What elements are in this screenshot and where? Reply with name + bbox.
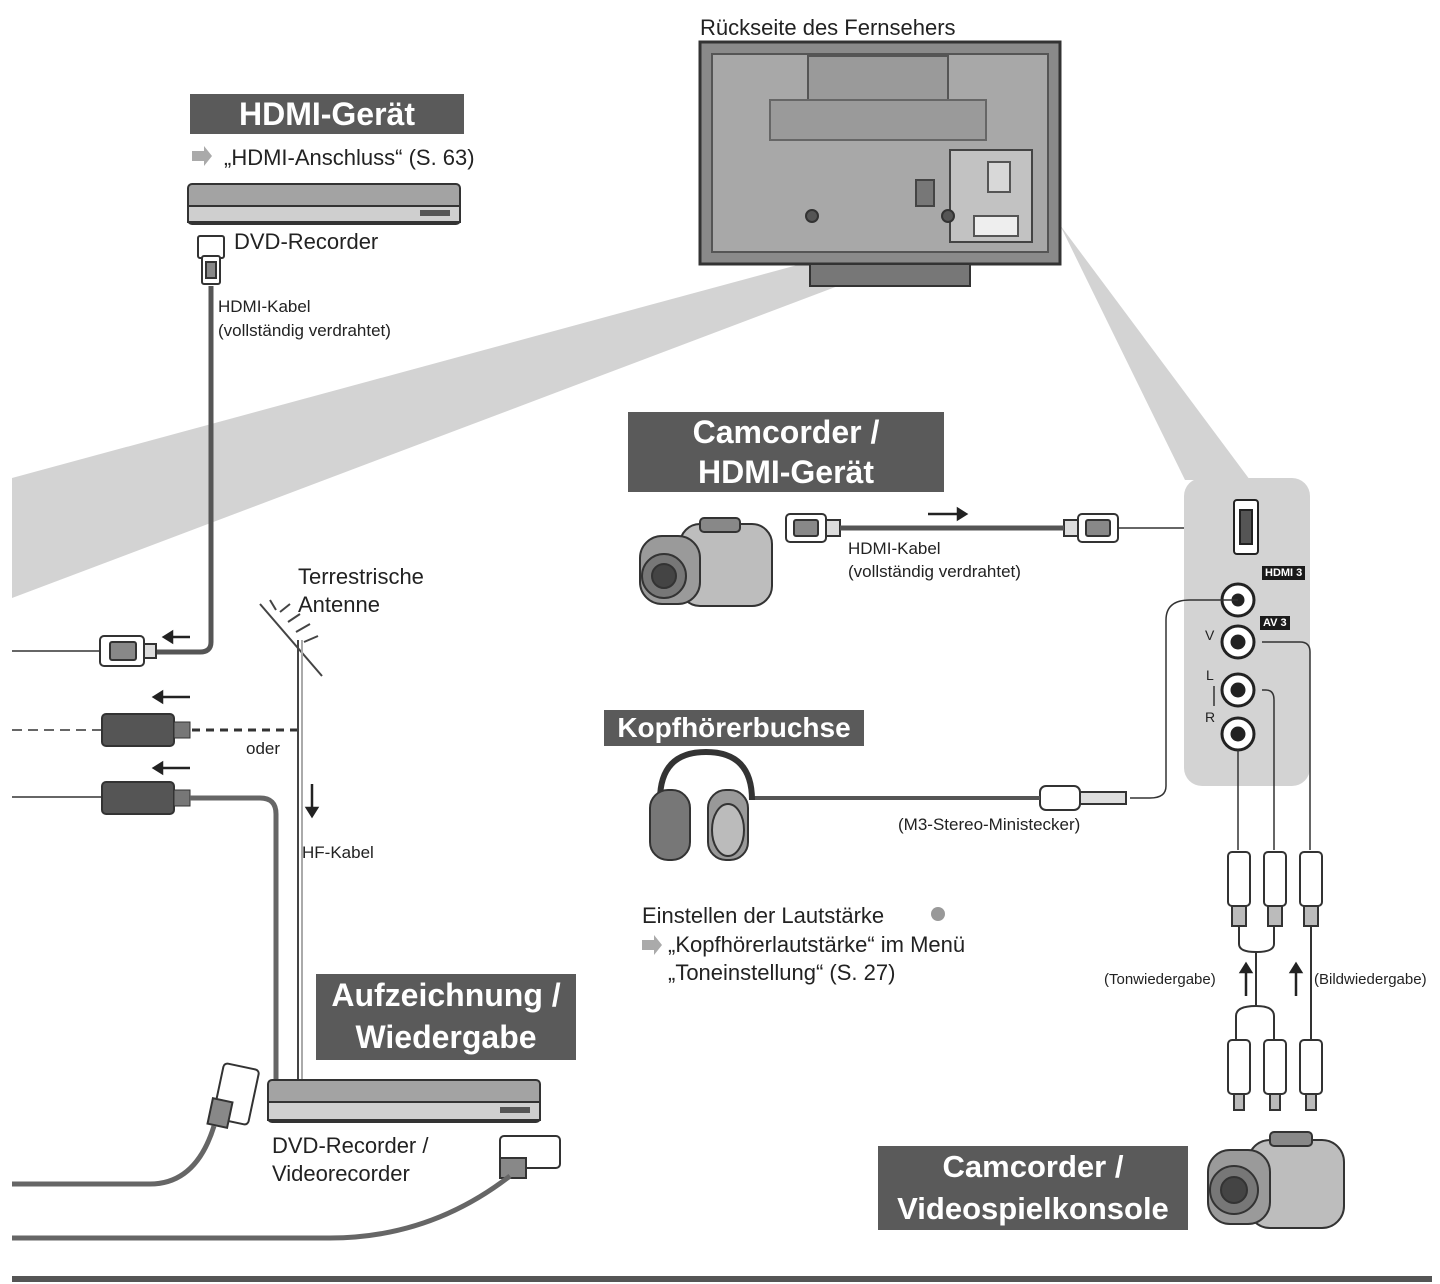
scart-cable-right [12, 1174, 512, 1241]
rca-plugs-lower [1227, 1039, 1323, 1111]
camcorder-icon-top [639, 517, 773, 607]
bottom-rule [12, 1276, 1432, 1282]
volume-dot [931, 907, 945, 921]
recording-title-1: Aufzeichnung / [331, 977, 561, 1013]
camcorder-cable-label: HDMI-Kabel [848, 539, 941, 558]
or-label: oder [246, 739, 281, 758]
hdmi-port [1233, 499, 1259, 555]
headphone-cable [1130, 599, 1238, 799]
scart-plug-right [499, 1135, 561, 1179]
rf-cable-recorder [190, 795, 279, 1080]
tv-back-label: Rückseite des Fernsehers [700, 15, 956, 40]
rf-plug-left-lower [101, 781, 175, 815]
hdmi-plug-top [197, 235, 225, 285]
hdmi-device-banner: HDMI-Gerät [190, 94, 464, 134]
audio-label: (Tonwiedergabe) [1104, 971, 1216, 988]
headphones-banner: Kopfhörerbuchse [604, 710, 864, 746]
mini-plug [1039, 785, 1127, 811]
rca-plugs-upper [1227, 851, 1323, 927]
camcorder-console-title-1: Camcorder / [942, 1149, 1124, 1184]
scart-cable-left [12, 1125, 217, 1187]
headphones-icon [649, 748, 755, 861]
mini-plug-label: (M3-Stereo-Ministecker) [898, 815, 1081, 834]
recorder-label-2: Videorecorder [272, 1161, 410, 1186]
av3-tag: AV 3 [1260, 616, 1290, 630]
camcorder-console-banner: Camcorder / Videospielkonsole [878, 1146, 1188, 1230]
jack-r-label: R [1205, 709, 1216, 725]
rf-plug-left-upper [101, 713, 175, 747]
camcorder-hdmi-banner: Camcorder / HDMI-Gerät [628, 412, 944, 492]
recorder-label-1: DVD-Recorder / [272, 1133, 429, 1158]
volume-reference-2: „Toneinstellung“ (S. 27) [668, 960, 896, 985]
jack-v-label: V [1205, 627, 1215, 643]
recording-title-2: Wiedergabe [355, 1019, 537, 1055]
tv-back [698, 40, 1062, 287]
hdmi-plug-left [99, 635, 157, 667]
volume-reference-1: „Kopfhörerlautstärke“ im Menü [668, 932, 966, 957]
recorder-bottom [267, 1079, 541, 1123]
hdmi-device-reference: „HDMI-Anschluss“ (S. 63) [224, 145, 475, 170]
zoom-beam-left [12, 225, 960, 598]
reference-arrow-icon-2 [642, 935, 662, 955]
jack-l-label: L [1206, 667, 1214, 683]
camcorder-console-title-2: Videospielkonsole [897, 1191, 1169, 1226]
dvd-recorder-label: DVD-Recorder [234, 229, 379, 254]
camcorder-hdmi-title-1: Camcorder / [692, 414, 880, 450]
hdmi-cable-label: HDMI-Kabel [218, 297, 311, 316]
rf-cable-label: HF-Kabel [302, 843, 374, 862]
hdmi-cable-top [155, 286, 214, 655]
antenna-label-2: Antenne [298, 592, 380, 617]
hdmi-cable-camcorder [785, 513, 1119, 543]
video-label: (Bildwiedergabe) [1314, 971, 1427, 988]
camcorder-hdmi-title-2: HDMI-Gerät [697, 454, 874, 490]
antenna-label-1: Terrestrische [298, 564, 424, 589]
volume-note: Einstellen der Lautstärke [642, 903, 885, 928]
antenna-icon [259, 599, 323, 1080]
reference-arrow-icon [192, 146, 212, 166]
arrows-left [151, 506, 1304, 996]
scart-plug-left [206, 1062, 260, 1129]
camcorder-cable-sublabel: (vollständig verdrahtet) [848, 562, 1021, 581]
hdmi-cable-sublabel: (vollständig verdrahtet) [218, 321, 391, 340]
recording-banner: Aufzeichnung / Wiedergabe [316, 974, 576, 1060]
dvd-recorder-top [187, 183, 461, 225]
camcorder-icon-bottom [1207, 1131, 1345, 1229]
zoom-beam-right [1060, 225, 1250, 480]
hdmi3-tag: HDMI 3 [1262, 566, 1306, 580]
